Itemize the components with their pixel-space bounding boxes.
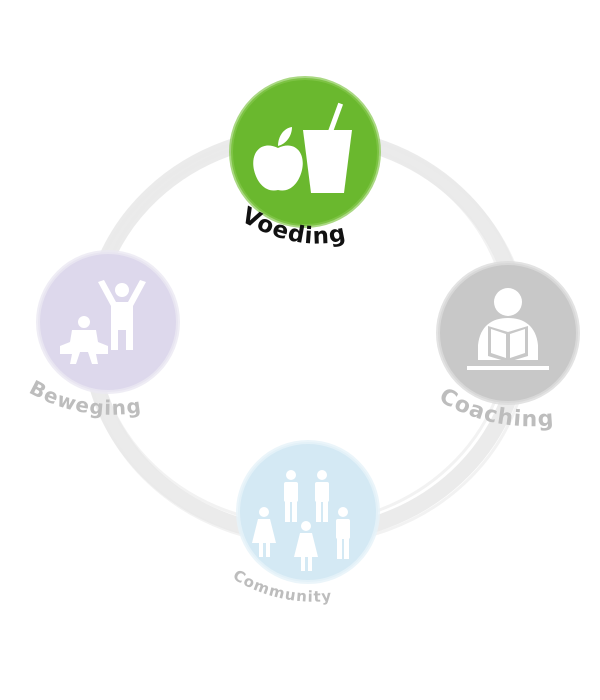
reading-person-icon <box>467 288 549 370</box>
node-coaching[interactable]: Coaching <box>435 261 580 432</box>
node-community[interactable]: Community <box>230 440 380 606</box>
node-voeding[interactable]: Voeding <box>229 76 381 250</box>
group-of-people-icon <box>252 470 350 571</box>
apple-and-drink-icon <box>253 102 352 193</box>
community-circle <box>238 442 378 582</box>
exercising-people-icon <box>60 280 146 364</box>
node-beweging[interactable]: Beweging <box>26 250 180 420</box>
